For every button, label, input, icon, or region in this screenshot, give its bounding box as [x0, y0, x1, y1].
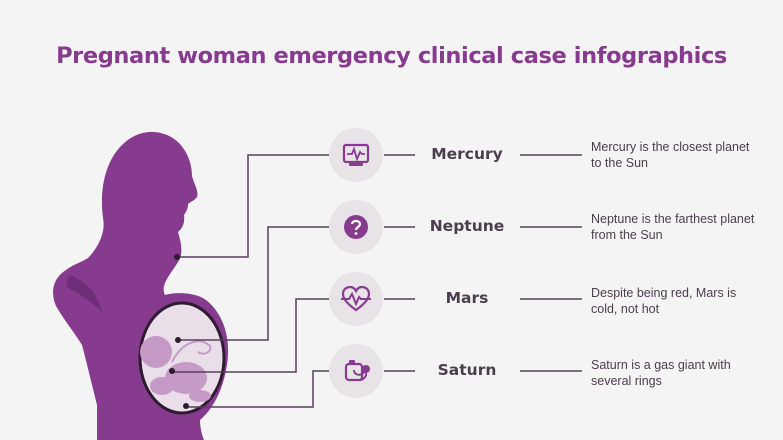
- connector-lines: [172, 154, 582, 408]
- question-icon: [329, 200, 383, 254]
- monitor-icon: [329, 128, 383, 182]
- item-description-mars: Despite being red, Mars is cold, not hot: [591, 286, 737, 316]
- page-title: Pregnant woman emergency clinical case i…: [56, 43, 727, 69]
- stethoscope-icon: [329, 344, 383, 398]
- fetus: [140, 336, 211, 402]
- item-label-saturn: Saturn: [437, 361, 497, 379]
- item-label-mercury: Mercury: [431, 145, 503, 163]
- item-label-mars: Mars: [445, 289, 489, 307]
- woman-arm: [66, 275, 102, 312]
- item-description-mercury: Mercury is the closest planet to the Sun: [591, 140, 750, 170]
- heartbeat-icon: [329, 272, 383, 326]
- connector-dots: [169, 254, 189, 409]
- umbilical-cord: [171, 340, 212, 363]
- item-label-neptune: Neptune: [429, 217, 505, 235]
- item-description-saturn: Saturn is a gas giant with several rings: [591, 358, 731, 388]
- item-description-neptune: Neptune is the farthest planet from the …: [591, 212, 755, 242]
